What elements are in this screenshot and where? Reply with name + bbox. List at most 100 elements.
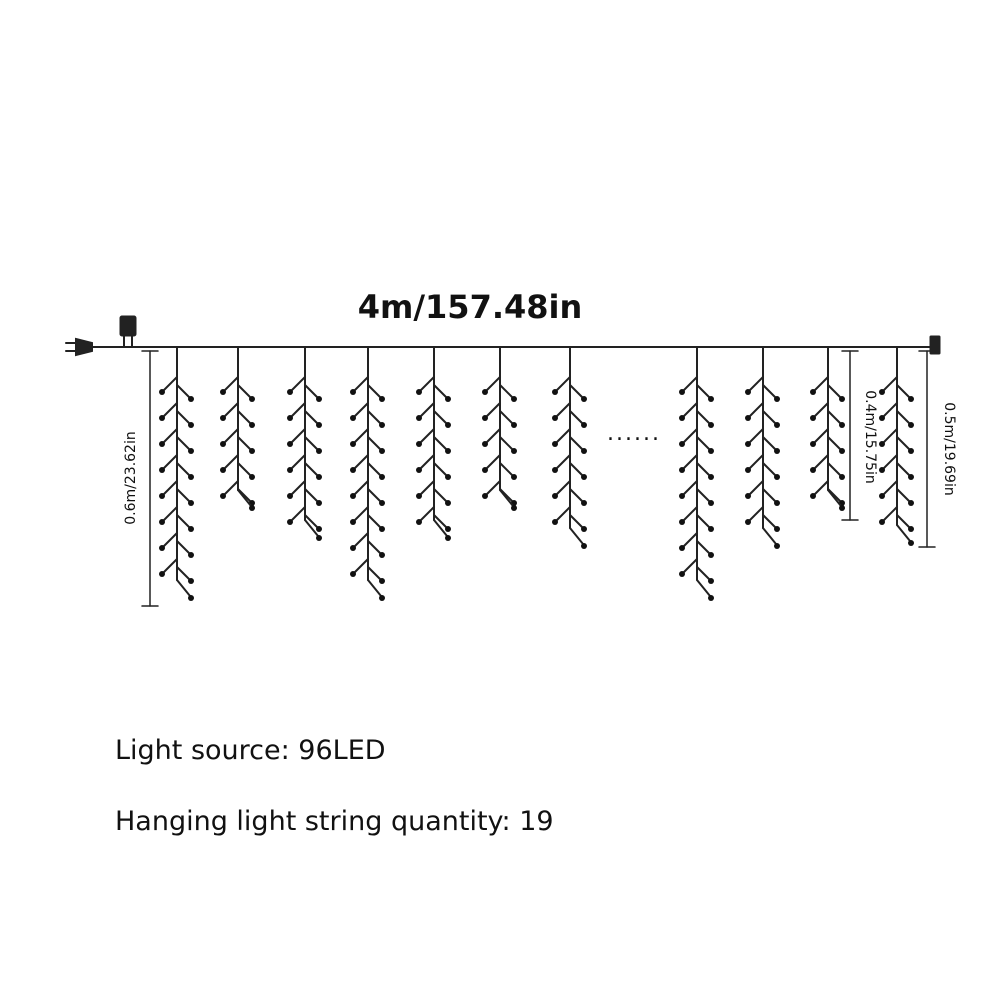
bulb [679,441,685,447]
bulb [220,467,226,473]
controller-box [119,315,137,348]
strand [350,346,385,601]
bulb [679,571,685,577]
bulb [220,389,226,395]
bulb [774,500,780,506]
strand [482,346,517,511]
bulb [482,389,488,395]
bulb [581,474,587,480]
dimension-right: 0.5m/19.69in [918,350,957,548]
bulb [708,474,714,480]
bulb [839,422,845,428]
bulb [316,474,322,480]
bulb [552,467,558,473]
bulb [810,415,816,421]
strand [810,346,845,511]
bulb [908,526,914,532]
bulb [745,415,751,421]
bulb [350,545,356,551]
bulb [581,543,587,549]
bulb [316,396,322,402]
bulb [188,500,194,506]
bulb [708,526,714,532]
bulb [511,422,517,428]
bulb [774,474,780,480]
bulb [552,389,558,395]
bulb [482,415,488,421]
bulb [159,519,165,525]
bulb [511,396,517,402]
bulb [708,448,714,454]
bulb [552,415,558,421]
bulb [679,389,685,395]
bulb [774,396,780,402]
bulb [879,467,885,473]
bulb [745,441,751,447]
bulb [379,552,385,558]
dimension-left: 0.6m/23.62in [123,350,159,607]
bulb [839,474,845,480]
bulb [220,493,226,499]
bulb [511,448,517,454]
bulb [581,448,587,454]
bulb [350,571,356,577]
bulb [379,448,385,454]
bulb [810,389,816,395]
bulb [511,505,517,511]
bulb [679,467,685,473]
bulb [220,415,226,421]
bulb [287,467,293,473]
bulb [581,396,587,402]
bulb [159,415,165,421]
light-source-text: Light source: 96LED [115,735,386,766]
bulb [350,441,356,447]
bulb [810,467,816,473]
bulb [879,415,885,421]
bulb [879,441,885,447]
bulb [316,422,322,428]
bulb [188,448,194,454]
end-cap [929,335,941,355]
strand [159,346,194,601]
bulb [249,505,255,511]
bulb [188,526,194,532]
bulb [774,422,780,428]
bulb [316,526,322,532]
dimension-label-right: 0.5m/19.69in [941,402,957,495]
bulb [159,441,165,447]
bulb [908,500,914,506]
bulb [745,389,751,395]
strand [879,346,914,546]
bulb [316,448,322,454]
bulb [908,540,914,546]
bulb [379,526,385,532]
bulb [445,422,451,428]
strand [679,346,714,601]
bulb [552,493,558,499]
bulb [679,545,685,551]
bulb [708,422,714,428]
bulb [188,422,194,428]
dimension-middle: 0.4m/15.75in [841,350,878,521]
bulb [879,519,885,525]
bulb [416,493,422,499]
bulb [679,493,685,499]
bulb [581,422,587,428]
bulb [379,474,385,480]
bulb [379,578,385,584]
bulb [416,389,422,395]
bulb [350,467,356,473]
bulb [708,396,714,402]
bulb [350,519,356,525]
bulb [810,493,816,499]
bulb [350,415,356,421]
bulb [220,441,226,447]
bulb [552,441,558,447]
bulb [159,571,165,577]
strand [416,346,451,541]
bulb [379,422,385,428]
bulb [908,448,914,454]
bulb [745,467,751,473]
bulb [708,595,714,601]
